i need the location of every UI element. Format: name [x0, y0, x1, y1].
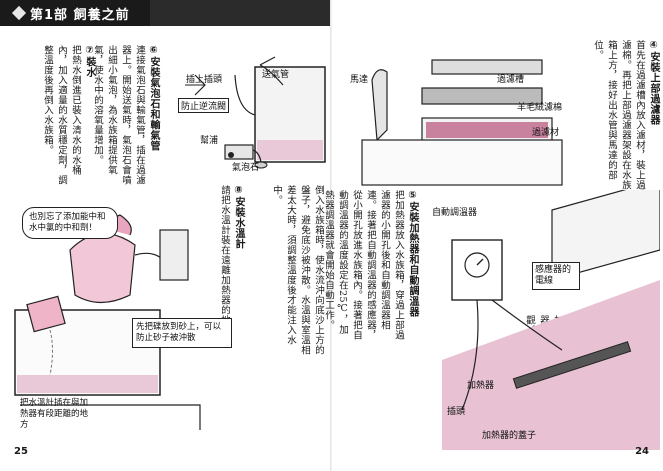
step8-text: 請把水溫計裝在遠離加熱器的地方。 [219, 185, 230, 345]
left-page-number: 25 [14, 446, 28, 457]
label-plug-right: 插頭 [447, 407, 466, 417]
step4-title: ④安裝上部過濾器 [648, 40, 659, 125]
step4-block: ④安裝上部過濾器 首先在過濾槽內放入濾材，裝上過濾棉。再把上部過濾器架設在水族箱… [592, 40, 660, 190]
air-pump-illustration [185, 56, 326, 169]
step6-block: ⑥安裝氣泡石和輸氣管 連接氣泡石與輸氣管，插在過濾器上。開始送氣時，氣泡石會噴出… [92, 45, 160, 185]
top-filter-illustration [361, 59, 563, 186]
label-filter-wool: 羊毛絨濾棉 [517, 103, 563, 113]
right-page-number: 24 [635, 446, 649, 457]
label-heater-cover: 加熱器的蓋子 [482, 431, 537, 441]
pouring-water-illustration [14, 214, 201, 430]
speech-bubble-neutralizer: 也別忘了添加能中和水中氯的中和劑！ [22, 207, 118, 239]
label-air-tube: 送氣管 [262, 70, 290, 80]
chapter-header: 第1部 飼養之前 [0, 0, 331, 26]
left-page: 第1部 飼養之前 ⑥安裝氣泡石和輸氣管 連接氣泡石與輸氣管，插在過濾器上。開始送… [0, 0, 331, 471]
label-filter-tray: 過濾槽 [497, 75, 525, 85]
label-air-stone: 氣泡石 [232, 163, 260, 173]
step5-text: 把加熱器放入水族箱，穿過上部過濾器的小開孔後和自動調溫器相連。接著把自動調溫器的… [323, 190, 404, 340]
right-page: ④安裝上部過濾器 首先在過濾槽內放入濾材，裝上過濾棉。再把上部過濾器架設在水族箱… [323, 0, 663, 471]
heater-thermostat-illustration [442, 190, 660, 450]
step5-block: ⑤安裝加熱器和自動調溫器 把加熱器放入水族箱，穿過上部過濾器的小開孔後和自動調溫… [323, 190, 419, 340]
step6-text: 連接氣泡石與輸氣管，插在過濾器上。開始送氣時，氣泡石會噴出細小氣泡，為水族箱提供… [92, 45, 145, 185]
label-sensor-cable: 感應器的電線 [532, 262, 580, 290]
step7-continued: 倒入水族箱時，使水流沖向底沙上方的盤子，避免底沙被沖散。水溫與室溫相差太大時，須… [245, 185, 325, 355]
label-air-pump: 幫浦 [200, 136, 219, 146]
chapter-title: 第1部 飼養之前 [30, 8, 130, 23]
step8-title: ⑧安裝水溫計 [233, 185, 244, 249]
label-motor: 馬達 [350, 75, 369, 85]
label-plug-left: 插上插頭 [186, 75, 223, 85]
callout-plate: 先把碟放到砂上，可以防止砂子被沖散 [132, 318, 232, 348]
step7-title: ⑦裝水 [84, 45, 95, 78]
step7-text: 把熱水倒進已裝入清水的水桶內，加入適量的水質穩定劑，調整溫度後再倒入水族箱。 [42, 45, 81, 185]
step5-title: ⑤安裝加熱器和自動調溫器 [407, 190, 418, 317]
book-gutter [330, 0, 333, 471]
label-thermostat: 自動調溫器 [432, 208, 478, 218]
label-check-valve: 防止逆流閥 [178, 98, 230, 113]
step8-block: ⑧安裝水溫計 請把水溫計裝在遠離加熱器的地方。 [205, 185, 245, 355]
step7-block: ⑦裝水 把熱水倒進已裝入清水的水桶內，加入適量的水質穩定劑，調整溫度後再倒入水族… [36, 45, 96, 185]
label-filter-media: 過濾材 [532, 128, 560, 138]
step6-title: ⑥安裝氣泡石和輸氣管 [148, 45, 159, 151]
step4-text: 首先在過濾槽內放入濾材，裝上過濾棉。再把上部過濾器架設在水族箱上方，接好出水管與… [592, 40, 645, 190]
step7-cont-text: 倒入水族箱時，使水流沖向底沙上方的盤子，避免底沙被沖散。水溫與室溫相差太大時，須… [271, 185, 324, 355]
label-heater: 加熱器 [467, 381, 495, 391]
callout-thermometer: 把水溫計插在與加熱器有段距離的地方 [20, 398, 89, 430]
